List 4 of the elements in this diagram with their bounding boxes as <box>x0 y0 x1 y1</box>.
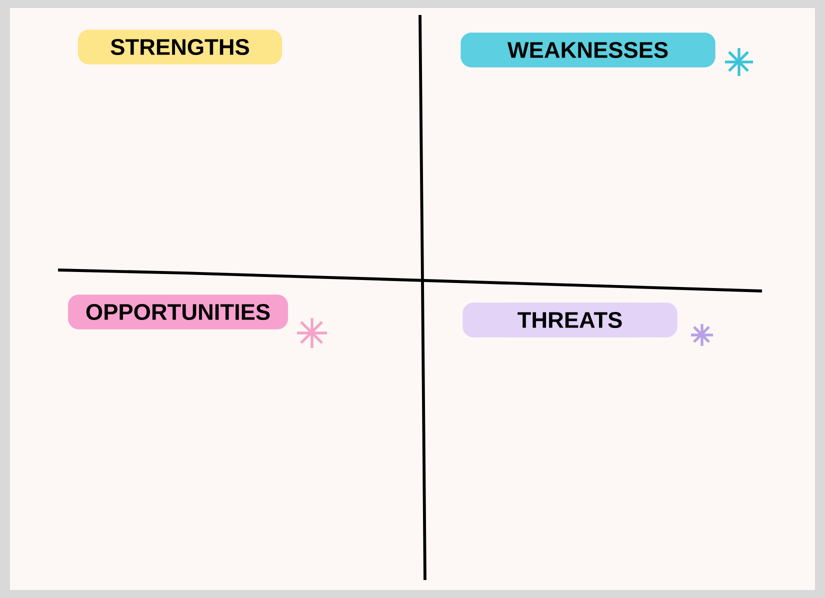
highlighted-label: OPPORTUNITIES <box>68 294 288 330</box>
highlighted-label: STRENGTHS <box>78 30 282 64</box>
highlighted-label: THREATS <box>462 302 678 338</box>
highlighted-label: WEAKNESSES <box>460 32 716 68</box>
